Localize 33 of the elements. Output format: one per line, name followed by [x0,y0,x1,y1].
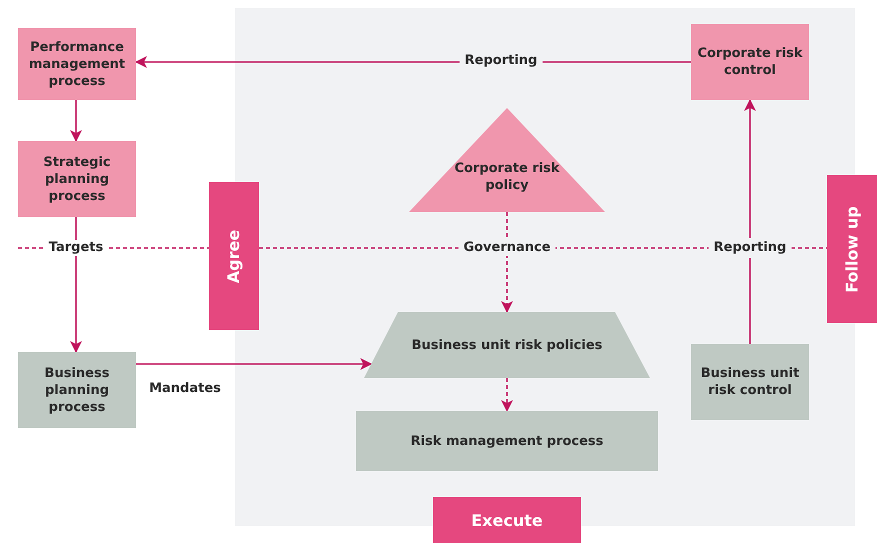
node-label: Performance management process [28,38,126,90]
process-box [356,411,658,471]
arrow [501,378,513,412]
process-box [691,24,809,100]
process-box [691,344,809,420]
node-label: Business unit risk control [700,365,800,399]
policy-trapezoid [364,312,650,378]
arrow [136,358,372,370]
node-label: Risk management process [410,432,604,450]
node-label: Business unit risk policies [412,336,602,354]
stage-bar [433,497,581,543]
edge-label: Targets [44,240,108,256]
stage-bar [209,182,259,330]
node-label: Corporate risk control [696,45,804,79]
node-label: Strategic planning process [42,154,112,204]
arrow [70,217,82,353]
edge-label: Mandates [148,381,222,397]
process-box [18,28,136,100]
arrow [501,212,513,313]
node-label: Business planning process [44,364,110,416]
node-label: Follow up [844,206,860,292]
node-label: Agree [226,229,242,283]
arrow [70,100,82,142]
node-label: Corporate risk policy [453,160,561,194]
process-box [18,352,136,428]
node-label: Execute [471,512,543,528]
edge-label: Reporting [460,53,542,69]
arrow [744,99,756,344]
policy-triangle [409,108,605,212]
stage-bar [827,175,877,323]
edge-label: Governance [458,240,556,256]
process-box [18,141,136,217]
line-label: Reporting [708,238,792,258]
